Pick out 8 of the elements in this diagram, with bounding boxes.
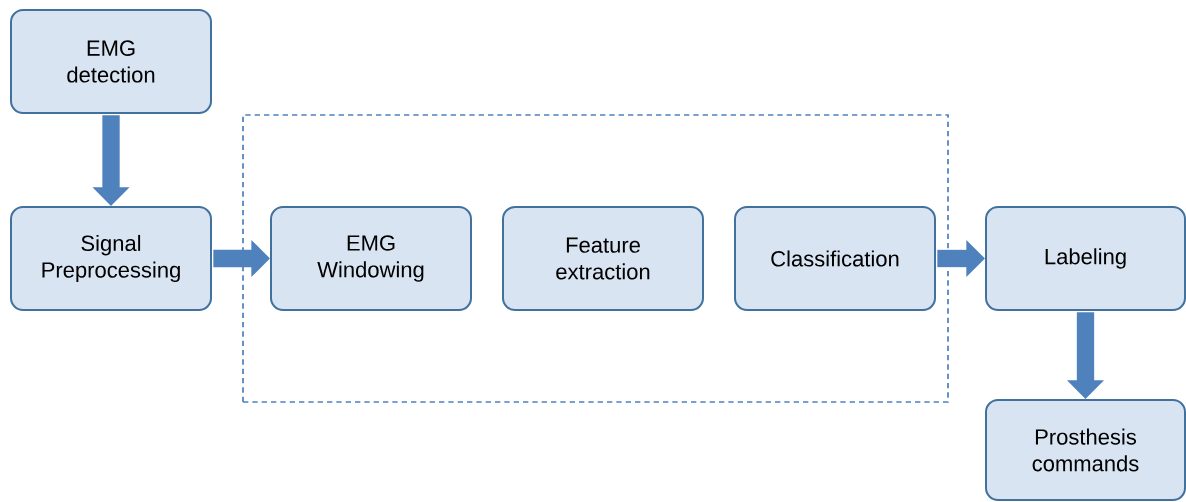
dashed-group-box [242, 114, 949, 403]
process-box: EMG Windowing [270, 206, 472, 311]
process-box: Labeling [985, 206, 1186, 311]
process-box: Prosthesis commands [985, 399, 1186, 501]
process-box: Feature extraction [502, 206, 704, 311]
process-box: Classification [734, 206, 936, 311]
process-box: EMG detection [10, 9, 212, 114]
process-box: Signal Preprocessing [10, 206, 212, 311]
